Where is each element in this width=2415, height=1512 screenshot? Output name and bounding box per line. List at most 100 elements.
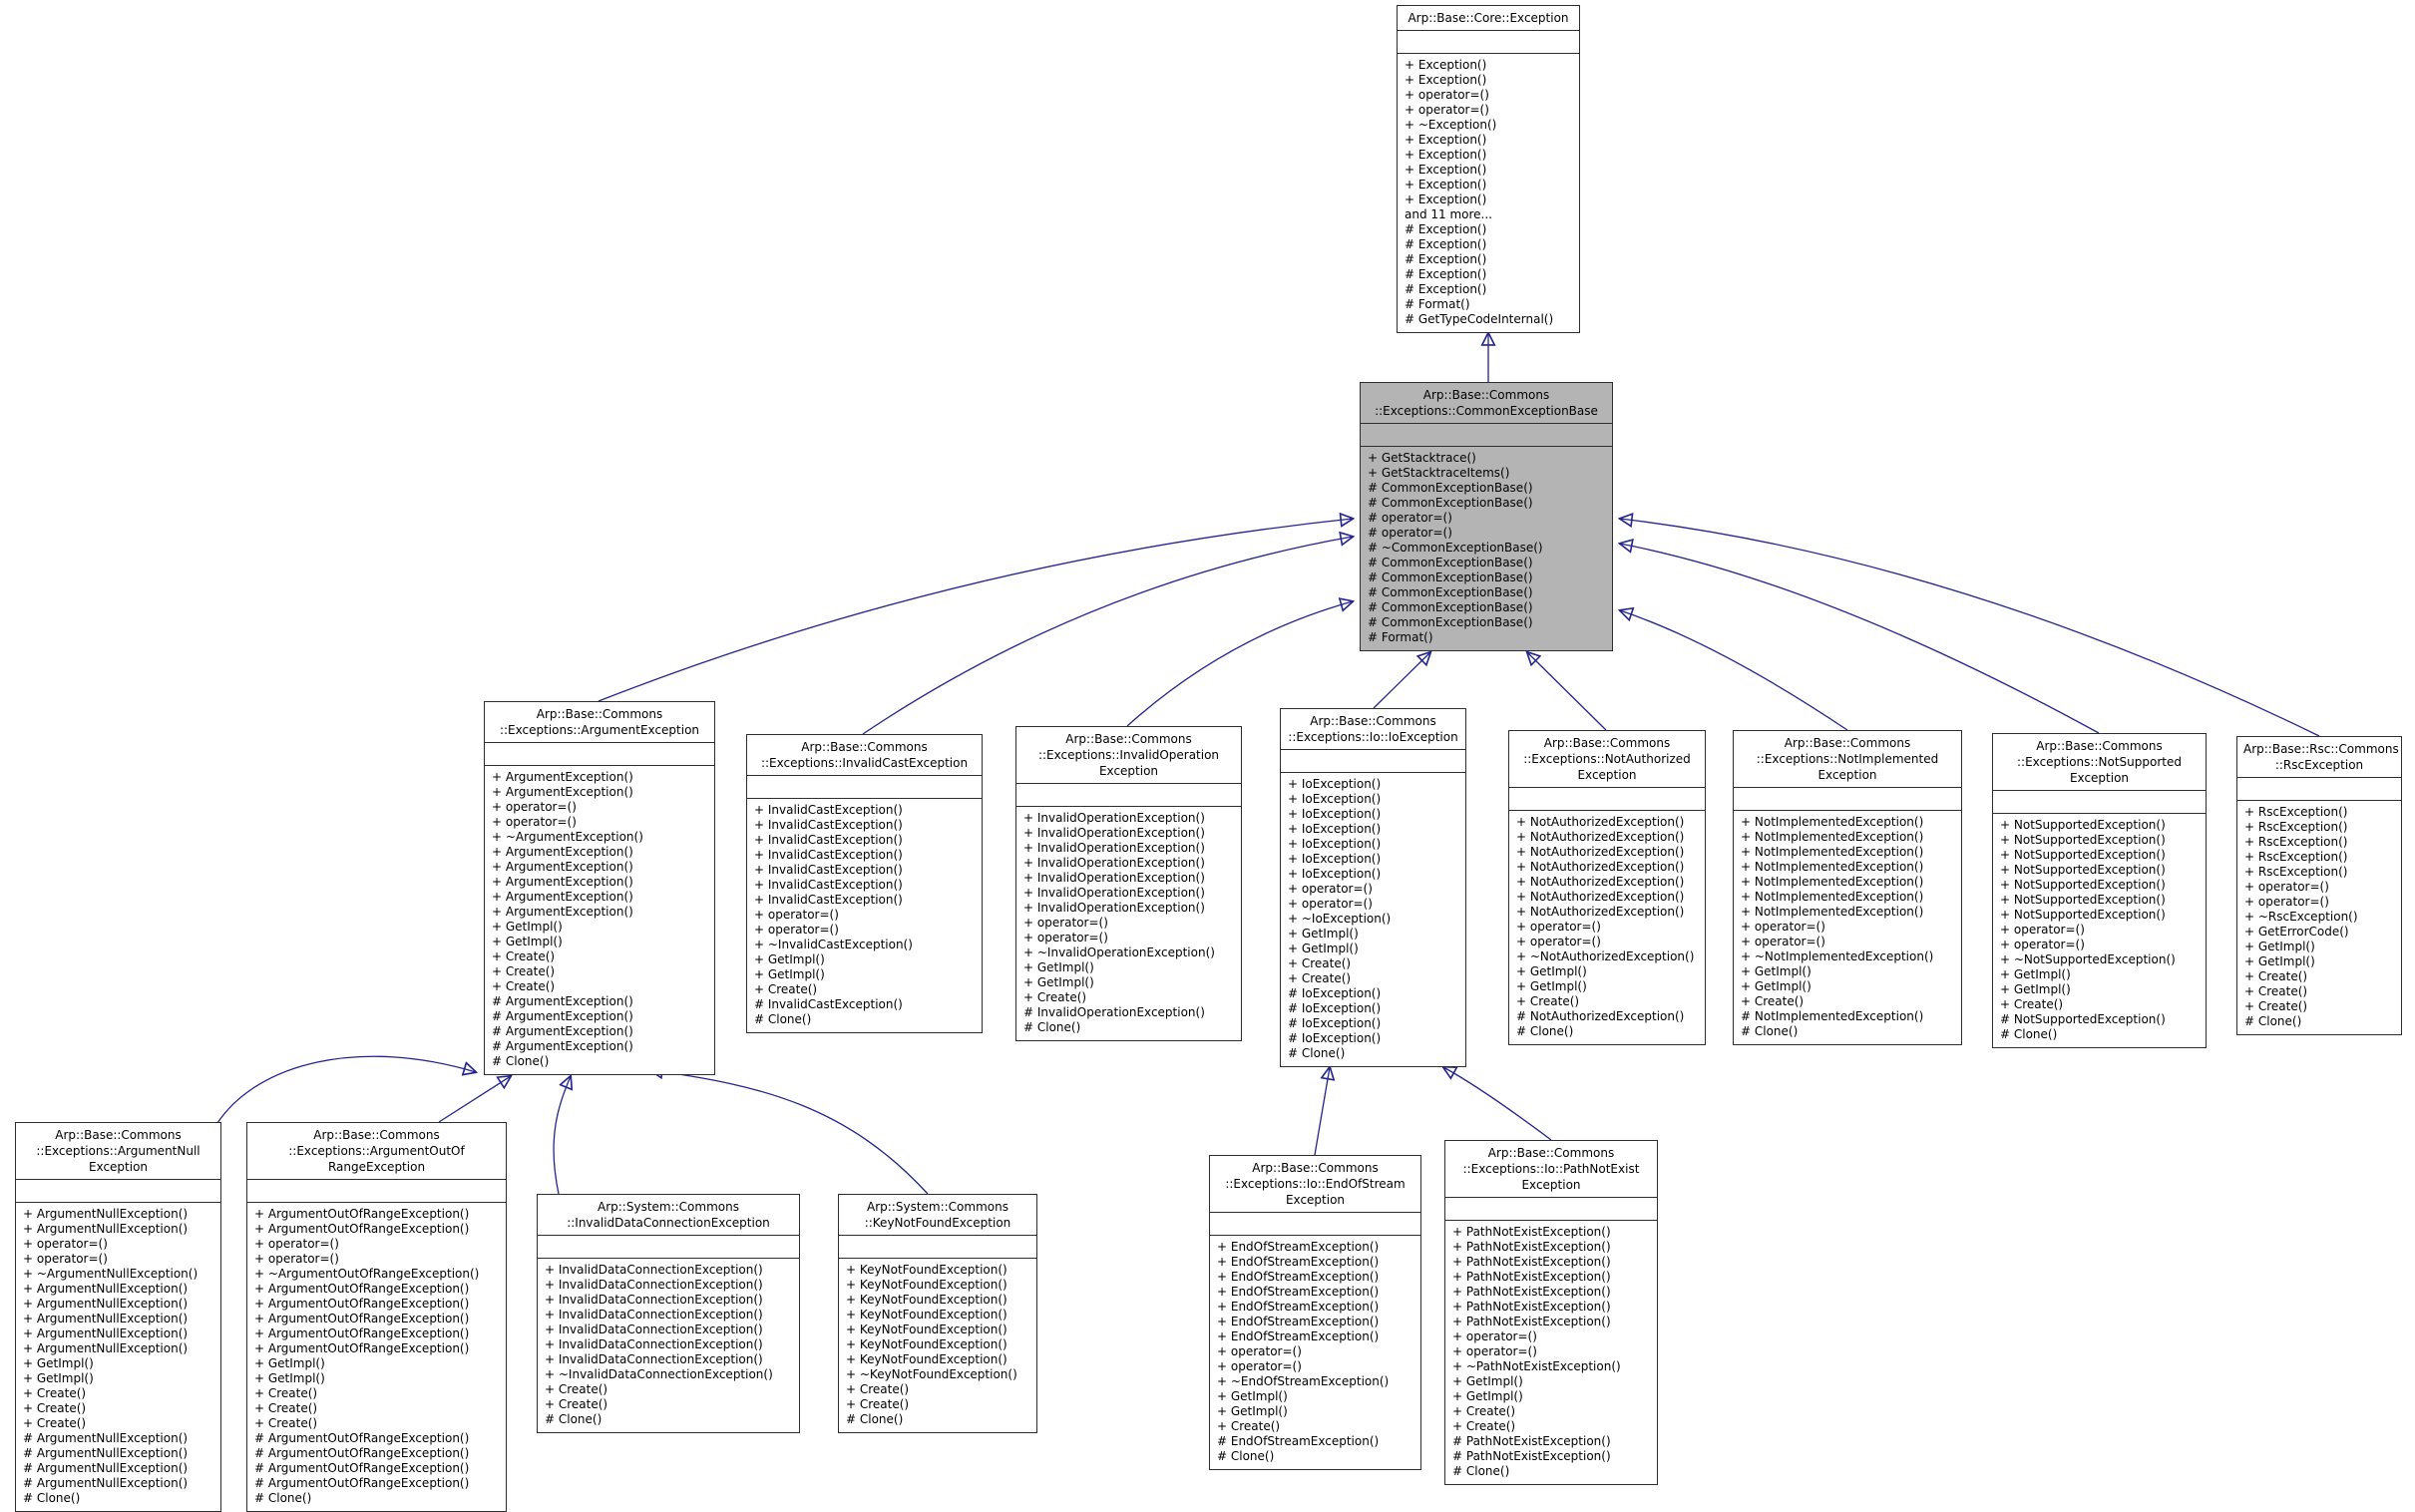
- class-method: + Create(): [2244, 999, 2308, 1013]
- class-method: + operator=(): [1741, 920, 1825, 934]
- class-box-key-not-found-exception[interactable]: Arp::System::Commons::KeyNotFoundExcepti…: [838, 1194, 1037, 1433]
- class-method: + ~IoException(): [1288, 912, 1392, 926]
- class-method: + Exception(): [1405, 178, 1487, 191]
- class-method: + Create(): [1217, 1419, 1281, 1433]
- class-method: # CommonExceptionBase(): [1368, 496, 1533, 510]
- class-box-rsc-exception[interactable]: Arp::Base::Rsc::Commons::RscException+ R…: [2236, 736, 2402, 1035]
- class-method: # CommonExceptionBase(): [1368, 481, 1533, 495]
- class-box-not-supported-exception[interactable]: Arp::Base::Commons::Exceptions::NotSuppo…: [1992, 733, 2207, 1048]
- class-title-line: Arp::Base::Commons: [1422, 388, 1550, 402]
- class-method: + operator=(): [254, 1252, 339, 1266]
- class-method: + ~ArgumentNullException(): [23, 1267, 199, 1281]
- class-method: + Create(): [492, 964, 556, 978]
- class-method: # NotSupportedException(): [2000, 1012, 2166, 1026]
- class-method: + NotImplementedException(): [1741, 815, 1924, 829]
- class-method: + InvalidDataConnectionException(): [545, 1308, 763, 1322]
- class-attributes-section: [1398, 31, 1579, 54]
- class-attributes-section: [538, 1236, 799, 1259]
- class-title-line: RangeException: [327, 1160, 426, 1174]
- class-method: + Create(): [1741, 994, 1805, 1008]
- class-method: + EndOfStreamException(): [1217, 1270, 1380, 1284]
- class-box-exception[interactable]: Arp::Base::Core::Exception+ Exception() +…: [1397, 5, 1580, 333]
- class-method: + GetImpl(): [254, 1356, 325, 1370]
- class-method: + KeyNotFoundException(): [846, 1337, 1007, 1351]
- class-method: + ArgumentException(): [492, 875, 633, 889]
- class-method: # ArgumentOutOfRangeException(): [254, 1461, 470, 1475]
- class-method: + InvalidCastException(): [754, 863, 903, 877]
- class-attributes-section: [1509, 788, 1705, 811]
- class-method: # Clone(): [254, 1491, 312, 1505]
- class-method: + ArgumentOutOfRangeException(): [254, 1222, 470, 1236]
- class-methods: + InvalidCastException() + InvalidCastExc…: [747, 799, 982, 1032]
- class-method: + operator=(): [1452, 1329, 1537, 1343]
- class-method: # Clone(): [1516, 1024, 1574, 1038]
- class-title-line: Arp::Base::Rsc::Commons: [2243, 742, 2399, 756]
- class-method: + GetImpl(): [1452, 1389, 1523, 1403]
- class-title-line: Exception: [1817, 768, 1877, 782]
- class-method: # Exception(): [1405, 282, 1487, 296]
- class-method: + ArgumentNullException(): [23, 1341, 189, 1355]
- class-method: + NotSupportedException(): [2000, 818, 2166, 832]
- class-method: # Exception(): [1405, 267, 1487, 281]
- class-method: # Format(): [1368, 630, 1433, 644]
- arrow-argumentexception-to-base: [598, 519, 1353, 702]
- class-method: # ArgumentException(): [492, 1039, 633, 1053]
- class-box-argument-null-exception[interactable]: Arp::Base::Commons::Exceptions::Argument…: [15, 1122, 221, 1512]
- class-methods: + ArgumentException() + ArgumentException…: [485, 766, 714, 1074]
- class-title-line: Arp::Base::Commons: [1543, 736, 1671, 750]
- class-box-io-exception[interactable]: Arp::Base::Commons::Exceptions::Io::IoEx…: [1280, 708, 1466, 1067]
- class-method: + GetStacktrace(): [1368, 451, 1476, 465]
- class-title: Arp::Base::Commons::Exceptions::InvalidO…: [1016, 727, 1241, 784]
- class-method: + InvalidOperationException(): [1023, 901, 1205, 915]
- class-box-path-not-exist-exception[interactable]: Arp::Base::Commons::Exceptions::Io::Path…: [1444, 1140, 1658, 1485]
- class-box-end-of-stream-exception[interactable]: Arp::Base::Commons::Exceptions::Io::EndO…: [1209, 1155, 1421, 1470]
- class-method: + operator=(): [1452, 1344, 1537, 1358]
- class-method: + operator=(): [1741, 935, 1825, 948]
- class-box-argument-out-of-range-exception[interactable]: Arp::Base::Commons::Exceptions::Argument…: [246, 1122, 507, 1512]
- class-title-line: ::Exceptions::CommonExceptionBase: [1375, 404, 1598, 418]
- class-method: # ArgumentNullException(): [23, 1446, 189, 1460]
- class-method: + Create(): [23, 1416, 87, 1430]
- class-method: + ~InvalidDataConnectionException(): [545, 1367, 773, 1381]
- class-method: + NotAuthorizedException(): [1516, 845, 1685, 859]
- class-method: # Format(): [1405, 297, 1470, 311]
- class-method: + operator=(): [1288, 897, 1373, 911]
- class-method: + GetImpl(): [754, 967, 825, 981]
- class-method: + GetImpl(): [1217, 1389, 1288, 1403]
- class-box-common-exception-base[interactable]: Arp::Base::Commons::Exceptions::CommonEx…: [1360, 382, 1613, 651]
- class-box-invalid-cast-exception[interactable]: Arp::Base::Commons::Exceptions::InvalidC…: [746, 734, 983, 1033]
- class-method: + PathNotExistException(): [1452, 1240, 1611, 1254]
- class-method: # CommonExceptionBase(): [1368, 600, 1533, 614]
- class-method: # Clone(): [846, 1412, 904, 1426]
- class-method: + PathNotExistException(): [1452, 1315, 1611, 1328]
- class-method: + operator=(): [1405, 88, 1489, 102]
- class-method: + NotSupportedException(): [2000, 908, 2166, 922]
- class-method: # ArgumentNullException(): [23, 1476, 189, 1490]
- class-box-invalid-data-connection-exception[interactable]: Arp::System::Commons::InvalidDataConnect…: [537, 1194, 800, 1433]
- class-title-line: Arp::Base::Commons: [2036, 739, 2163, 753]
- class-method: + RscException(): [2244, 820, 2348, 834]
- class-method: + GetImpl(): [2000, 982, 2071, 996]
- class-method: + NotAuthorizedException(): [1516, 815, 1685, 829]
- class-title: Arp::Base::Core::Exception: [1398, 6, 1579, 31]
- class-box-argument-exception[interactable]: Arp::Base::Commons::Exceptions::Argument…: [484, 701, 715, 1075]
- class-title-line: Exception: [1577, 768, 1637, 782]
- class-method: + operator=(): [1516, 935, 1601, 948]
- class-box-invalid-operation-exception[interactable]: Arp::Base::Commons::Exceptions::InvalidO…: [1015, 726, 1242, 1041]
- class-attributes-section: [839, 1236, 1036, 1259]
- class-method: + Create(): [1516, 994, 1580, 1008]
- class-method: + KeyNotFoundException(): [846, 1323, 1007, 1336]
- class-method: + RscException(): [2244, 865, 2348, 879]
- class-title-line: Arp::Base::Commons: [536, 707, 663, 721]
- class-method: + Create(): [545, 1397, 608, 1411]
- class-method: + GetImpl(): [1023, 960, 1094, 974]
- class-box-not-authorized-exception[interactable]: Arp::Base::Commons::Exceptions::NotAutho…: [1508, 730, 1706, 1045]
- class-method: + ArgumentException(): [492, 785, 633, 799]
- class-method: + InvalidCastException(): [754, 818, 903, 832]
- class-method: + Create(): [846, 1397, 910, 1411]
- class-method: + RscException(): [2244, 805, 2348, 819]
- class-method: + operator=(): [2244, 895, 2329, 909]
- class-box-not-implemented-exception[interactable]: Arp::Base::Commons::Exceptions::NotImple…: [1733, 730, 1962, 1045]
- class-method: + ArgumentNullException(): [23, 1297, 189, 1311]
